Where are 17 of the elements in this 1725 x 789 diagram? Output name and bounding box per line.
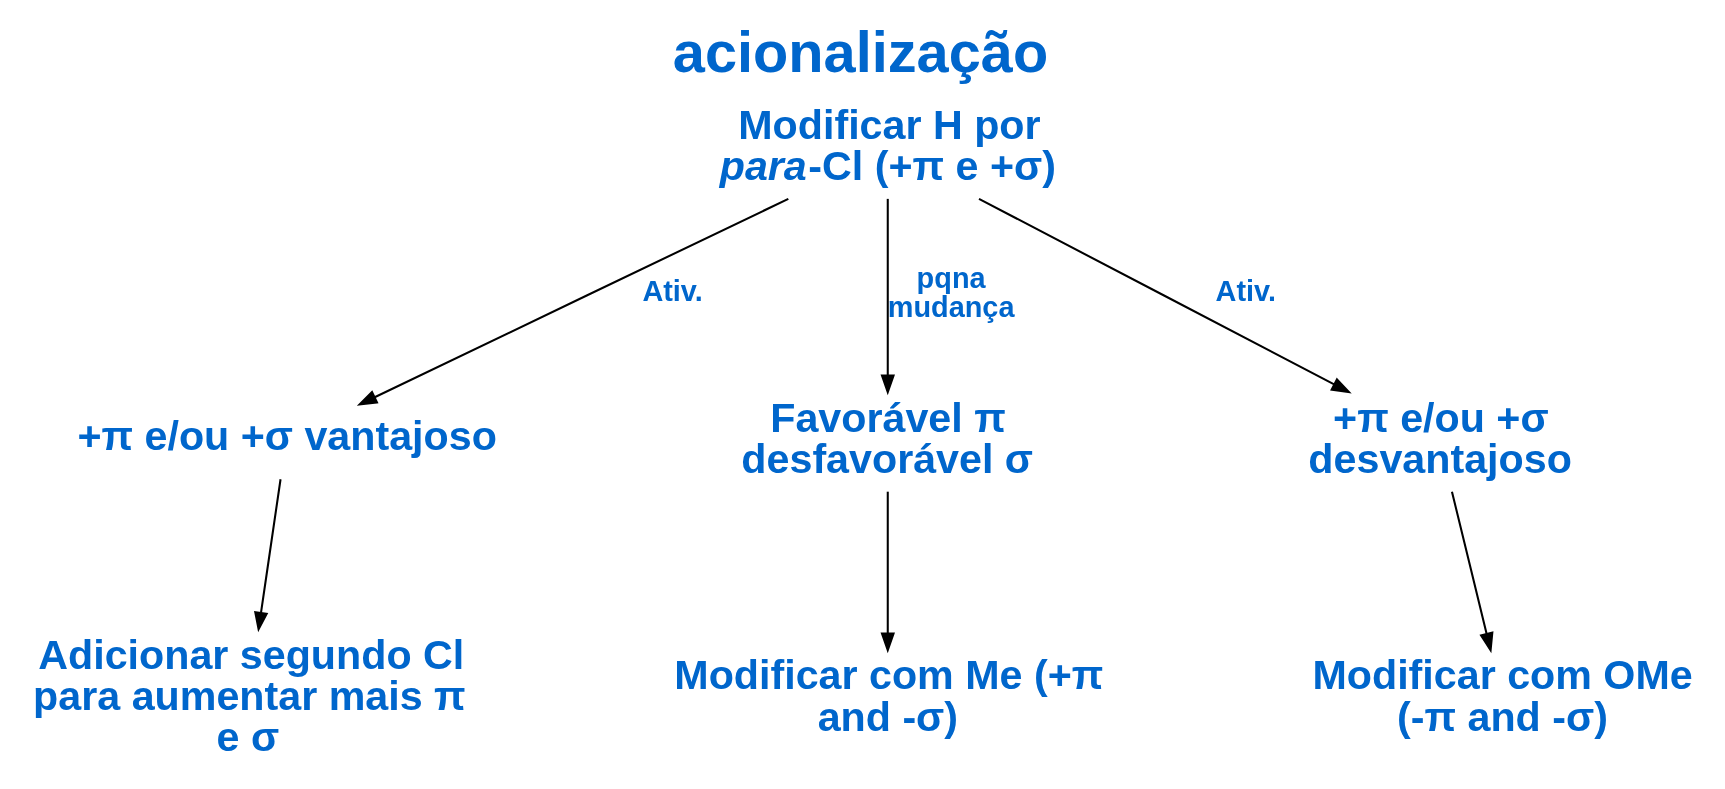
edge-label: Ativ. [1215,275,1276,308]
arrow [1450,491,1494,654]
edge-label: pqna mudança [887,261,1015,323]
arrow [880,198,895,396]
node-text: Modificar com OMe (-π and -σ) [1312,652,1693,740]
node-text: Favorável π desfavorável σ [741,394,1034,482]
arrow [880,491,895,654]
node-text: +π e/ou +σ vantajoso [77,413,497,460]
arrow [978,197,1352,394]
node-text: Modificar H por para-Cl (+π e +σ) [719,101,1056,190]
node-text: Modificar com Me (+π and -σ) [674,652,1104,740]
arrow [356,197,789,406]
edge-label: Ativ. [642,275,703,308]
node-text: Adicionar segundo Cl para aumentar mais π e σ [33,631,466,761]
diagram-title: acionalização [672,19,1049,84]
arrow [254,479,282,633]
node-text: +π e/ou +σ desvantajoso [1308,394,1572,482]
